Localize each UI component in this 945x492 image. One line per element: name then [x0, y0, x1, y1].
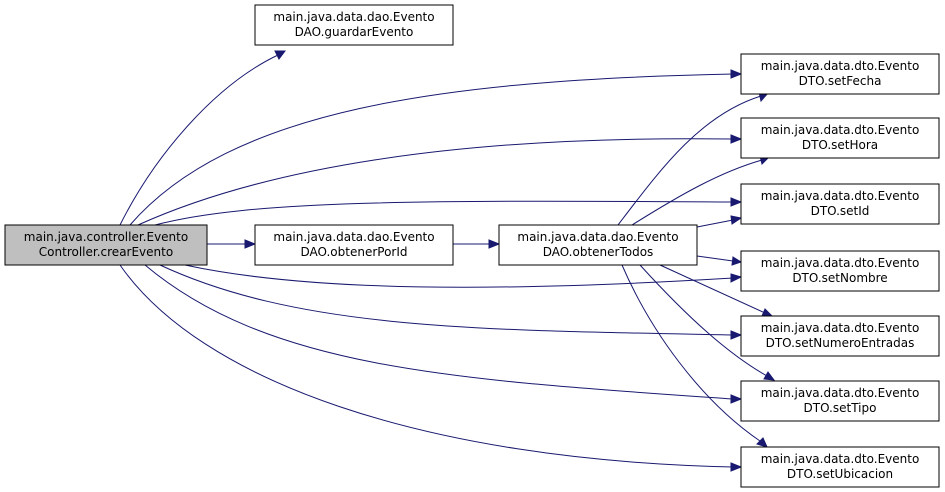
node-box	[498, 224, 698, 266]
node-evento-dto-set-tipo[interactable]: main.java.data.dto.Evento DTO.setTipo	[740, 380, 940, 422]
node-label-line2: DTO.setNombre	[792, 271, 887, 285]
edge-crear-setTipo	[144, 264, 743, 404]
node-label-line2: DTO.setId	[811, 204, 870, 218]
node-label-line1: main.java.data.dao.Evento	[273, 230, 434, 244]
node-label-line2: DTO.setFecha	[799, 74, 882, 88]
node-label-line1: main.java.data.dao.Evento	[273, 10, 434, 24]
edge-todos-setTipo	[639, 264, 776, 381]
node-evento-dto-set-numero-entradas[interactable]: main.java.data.dto.Evento DTO.setNumeroE…	[740, 315, 940, 357]
node-label-line2: DTO.setHora	[802, 138, 878, 152]
node-box	[740, 117, 940, 159]
edge-crear-guardar	[119, 50, 286, 226]
edge-crear-setId	[154, 197, 743, 226]
node-label-line1: main.java.data.dao.Evento	[517, 230, 678, 244]
edge-todos-setUbicacion	[621, 264, 768, 448]
node-evento-dao-obtener-todos[interactable]: main.java.data.dao.Evento DAO.obtenerTod…	[498, 224, 698, 266]
node-label-line2: DAO.obtenerTodos	[543, 245, 654, 259]
node-box	[740, 183, 940, 225]
edge-porId-todos	[453, 239, 501, 249]
edge-crear-setNombre	[184, 264, 743, 288]
node-box	[740, 446, 940, 488]
node-evento-dto-set-hora[interactable]: main.java.data.dto.Evento DTO.setHora	[740, 117, 940, 159]
node-evento-dto-set-id[interactable]: main.java.data.dto.Evento DTO.setId	[740, 183, 940, 225]
node-evento-dto-set-nombre[interactable]: main.java.data.dto.Evento DTO.setNombre	[740, 250, 940, 292]
edge-todos-setId	[696, 215, 743, 228]
edge-crear-setHora	[137, 134, 743, 226]
node-label-line1: main.java.data.dto.Evento	[761, 256, 920, 270]
node-label-line1: main.java.data.dto.Evento	[761, 452, 920, 466]
node-box	[740, 53, 940, 95]
node-box	[254, 4, 454, 46]
node-box	[740, 315, 940, 357]
node-box	[254, 224, 454, 266]
node-label-line2: DTO.setUbicacion	[787, 467, 893, 481]
node-box	[4, 224, 208, 266]
node-label-line2: DAO.obtenerPorId	[300, 245, 407, 259]
node-label-line1: main.java.data.dto.Evento	[761, 386, 920, 400]
edge-todos-setNombre	[696, 255, 743, 266]
node-evento-controller-crear-evento[interactable]: main.java.controller.Evento Controller.c…	[4, 224, 208, 266]
node-evento-dao-guardar-evento[interactable]: main.java.data.dao.Evento DAO.guardarEve…	[254, 4, 454, 46]
node-label-line2: Controller.crearEvento	[39, 245, 173, 259]
edge-crear-setFecha	[129, 69, 743, 226]
node-label-line1: main.java.controller.Evento	[24, 230, 188, 244]
node-box	[740, 250, 940, 292]
node-label-line1: main.java.data.dto.Evento	[761, 321, 920, 335]
edge-crear-porId	[207, 239, 257, 249]
node-box	[740, 380, 940, 422]
edges	[119, 50, 776, 472]
node-evento-dto-set-ubicacion[interactable]: main.java.data.dto.Evento DTO.setUbicaci…	[740, 446, 940, 488]
node-label-line1: main.java.data.dto.Evento	[761, 59, 920, 73]
edge-crear-setUbicacion	[119, 264, 743, 472]
node-label-line2: DTO.setNumeroEntradas	[766, 336, 915, 350]
node-label-line1: main.java.data.dto.Evento	[761, 189, 920, 203]
edge-crear-setNumeroEntradas	[159, 264, 743, 340]
node-label-line1: main.java.data.dto.Evento	[761, 123, 920, 137]
node-evento-dao-obtener-por-id[interactable]: main.java.data.dao.Evento DAO.obtenerPor…	[254, 224, 454, 266]
node-label-line2: DAO.guardarEvento	[295, 25, 414, 39]
node-evento-dto-set-fecha[interactable]: main.java.data.dto.Evento DTO.setFecha	[740, 53, 940, 95]
node-label-line2: DTO.setTipo	[804, 401, 877, 415]
